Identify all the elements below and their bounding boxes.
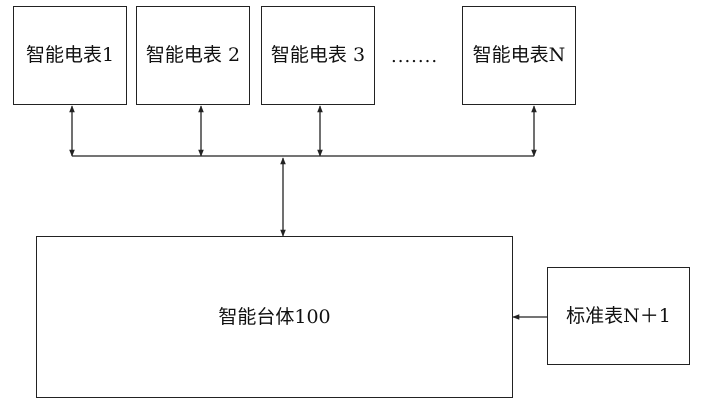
meter-label-3: 智能电表 3	[270, 44, 366, 66]
platform-box: 智能台体100	[36, 236, 513, 398]
ellipsis: .......	[391, 46, 439, 67]
platform-label: 智能台体100	[218, 305, 331, 328]
meter-label-n: 智能电表N	[472, 44, 566, 66]
meter-label-1: 智能电表1	[25, 44, 115, 66]
meter-box-1: 智能电表1	[13, 6, 127, 105]
meter-box-n: 智能电表N	[462, 6, 576, 105]
standard-meter-box: 标准表N＋1	[547, 267, 690, 365]
meter-box-3: 智能电表 3	[261, 6, 375, 105]
meter-label-2: 智能电表 2	[145, 44, 241, 66]
meter-box-2: 智能电表 2	[136, 6, 250, 105]
standard-meter-label: 标准表N＋1	[566, 304, 671, 327]
